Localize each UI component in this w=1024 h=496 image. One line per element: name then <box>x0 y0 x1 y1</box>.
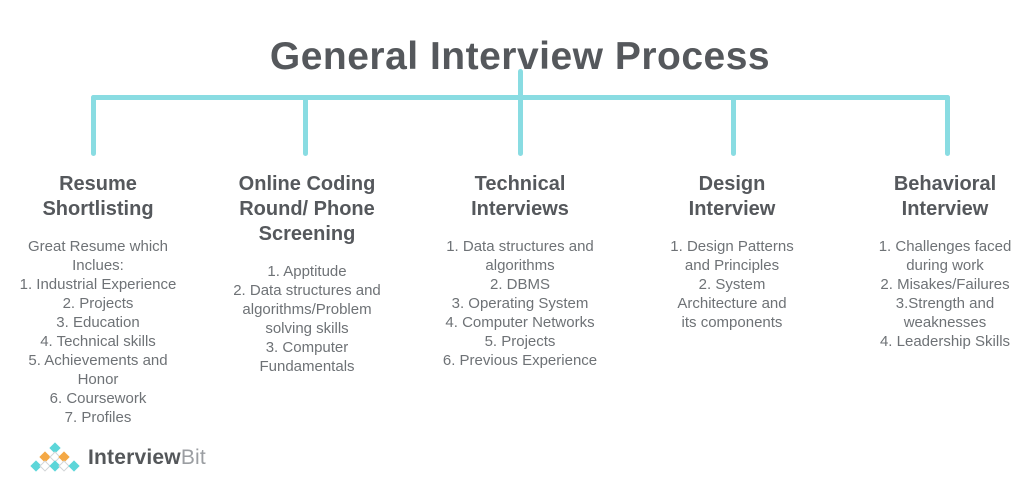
column-technical-interviews: Technical Interviews 1. Data structures … <box>430 172 610 370</box>
column-heading: Technical Interviews <box>471 173 569 220</box>
teal-diamond-icon <box>67 460 80 472</box>
column-behavioral-interview: Behavioral Interview 1. Challenges faced… <box>850 172 1024 351</box>
column-items: 1. Design Patterns and Principles 2. Sys… <box>670 238 794 331</box>
column-heading: Design Interview <box>688 173 776 220</box>
connector-branch-1 <box>91 95 96 156</box>
logo-wordmark: InterviewBit <box>88 446 206 470</box>
connector-branch-5 <box>945 95 950 156</box>
column-items: 1. Challenges faced during work 2. Misak… <box>878 238 1012 350</box>
connector-stem <box>518 69 523 99</box>
logo-text-interview: Interview <box>88 445 181 469</box>
column-items: 1. Apptitude 2. Data structures and algo… <box>233 263 381 375</box>
logo-text-bit: Bit <box>180 445 206 469</box>
connector-branch-2 <box>303 95 308 156</box>
connector-branch-4 <box>731 95 736 156</box>
column-resume-shortlisting: Resume Shortlisting Great Resume which I… <box>3 172 193 427</box>
column-items: 1. Data structures and algorithms 2. DBM… <box>442 238 598 369</box>
column-online-coding-round: Online Coding Round/ Phone Screening 1. … <box>217 172 397 376</box>
column-heading: Online Coding Round/ Phone Screening <box>238 173 376 245</box>
interviewbit-pyramid-icon <box>29 442 80 473</box>
column-heading: Behavioral Interview <box>893 173 997 220</box>
column-items: Great Resume which Inclues: 1. Industria… <box>19 238 177 426</box>
column-design-interview: Design Interview 1. Design Patterns and … <box>640 172 824 332</box>
column-heading: Resume Shortlisting <box>42 173 154 220</box>
interviewbit-logo: InterviewBit <box>29 442 206 473</box>
connector-branch-3 <box>518 95 523 156</box>
